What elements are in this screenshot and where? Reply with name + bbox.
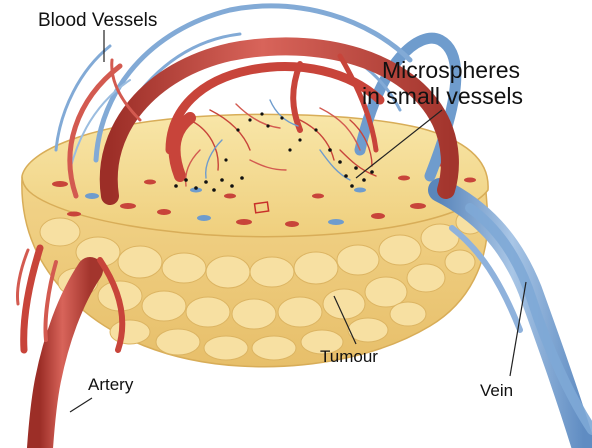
label-microspheres-line2: in small vessels [362,83,523,109]
tumour-mass [22,114,488,366]
label-vein: Vein [480,381,513,400]
label-artery: Artery [88,375,134,394]
leader-vein [510,282,526,376]
label-microspheres-line1: Microspheres [382,57,520,83]
label-tumour: Tumour [320,347,378,366]
tumour-cut-surface [22,114,488,236]
leader-artery [70,398,92,412]
label-blood-vessels: Blood Vessels [38,10,157,31]
